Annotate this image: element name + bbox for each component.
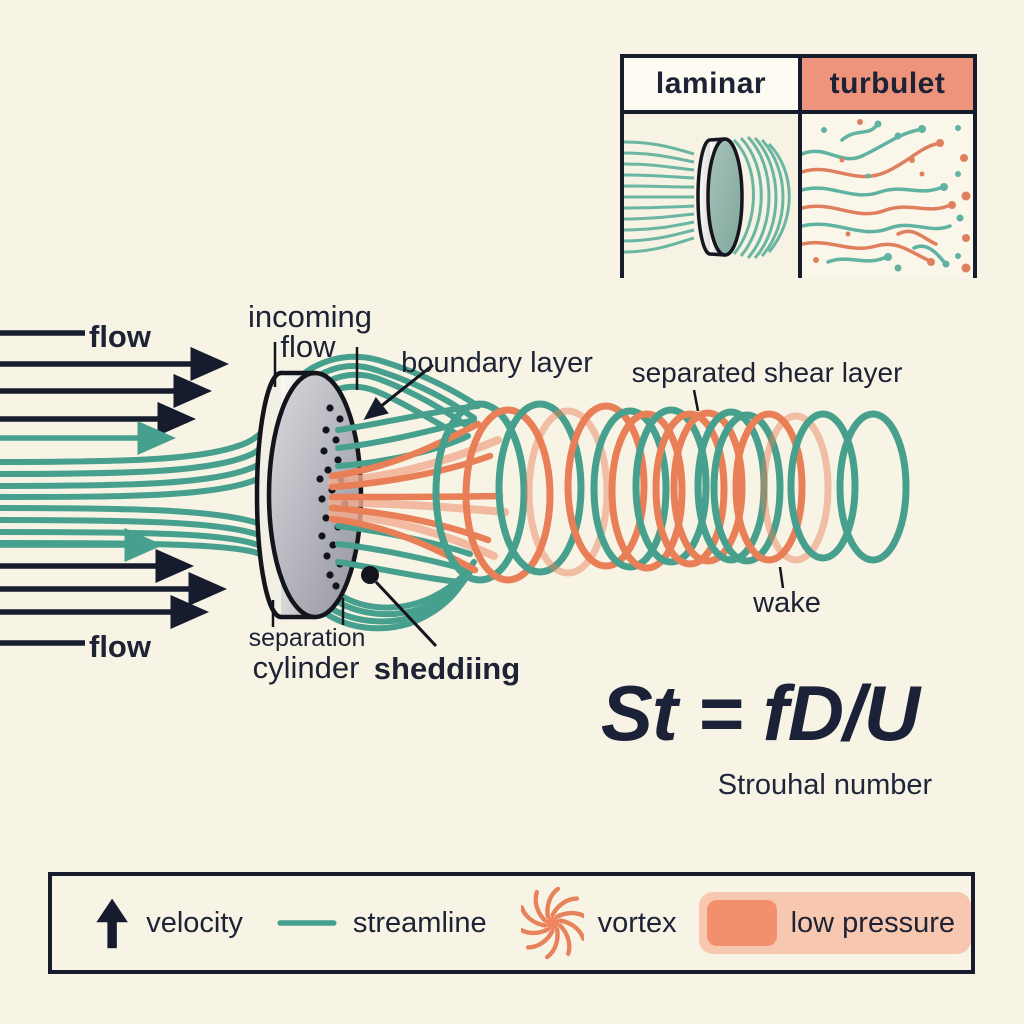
velocity-arrows: [0, 330, 229, 646]
legend: velocity streamline vortex low pr: [48, 872, 975, 974]
separation-label: separation: [249, 624, 366, 652]
turbulent-label: turbulet: [829, 67, 946, 100]
turbulent-flow-illustration: [800, 119, 971, 273]
laminar-pane: [623, 114, 802, 278]
vortex-arms: [520, 886, 584, 960]
shedding-point: [361, 566, 379, 584]
streamline-icon: [277, 920, 337, 926]
vortex-rings: [432, 400, 910, 584]
turbulent-header-cell: turbulet: [802, 58, 973, 110]
turbulent-squiggles: [800, 120, 956, 268]
flow-bottom-label: flow: [89, 629, 152, 664]
vortex-icon: [520, 886, 584, 960]
boundary-layer-label: boundary layer: [401, 347, 593, 379]
laminar-turbulent-inset: laminar turbulet: [620, 54, 977, 278]
strouhal-formula: St = fD/U: [600, 669, 920, 757]
annotation-leaders: [271, 342, 785, 648]
velocity-label: velocity: [146, 906, 243, 939]
low-pressure-label: low pressure: [790, 906, 955, 939]
laminar-flow-illustration: [623, 135, 791, 259]
laminar-header-cell: laminar: [624, 58, 802, 110]
turbulent-pane: [800, 114, 973, 278]
strouhal-formula-block: St = fD/U Strouhal number: [540, 668, 980, 802]
separated-shear-layer-label: separated shear layer: [632, 357, 903, 388]
shedding-label: sheddiing: [374, 651, 520, 686]
wake-tick: [778, 566, 785, 589]
inset-body: [623, 114, 973, 278]
turbulent-dots: [813, 119, 971, 273]
laminar-streamlines: [623, 135, 791, 259]
cylinder-shape: [254, 370, 364, 620]
laminar-cylinder: [696, 137, 744, 257]
vortex-label: vortex: [597, 906, 677, 939]
low-pressure-swatch: [706, 900, 777, 946]
laminar-label: laminar: [655, 67, 767, 100]
shedding-leader: [374, 580, 438, 648]
teal-velocity-arrows: [0, 420, 176, 563]
boundary-layer-arrow: [363, 363, 434, 421]
incoming-flow-line2: flow: [280, 329, 336, 364]
strouhal-caption: Strouhal number: [717, 769, 933, 801]
low-pressure-chip: low pressure: [698, 892, 971, 954]
wake-label: wake: [752, 587, 821, 619]
shear-layer-tick: [692, 389, 700, 412]
flow-top-label: flow: [89, 319, 152, 354]
velocity-arrow-icon: [96, 898, 128, 949]
streamline-label: streamline: [352, 906, 487, 939]
cylinder-label: cylinder: [253, 650, 360, 685]
inset-header: laminar turbulet: [624, 58, 973, 114]
main-diagram: flow flow incoming flow boundary layer s…: [0, 299, 910, 686]
incoming-flow-line1: incoming: [248, 299, 372, 334]
